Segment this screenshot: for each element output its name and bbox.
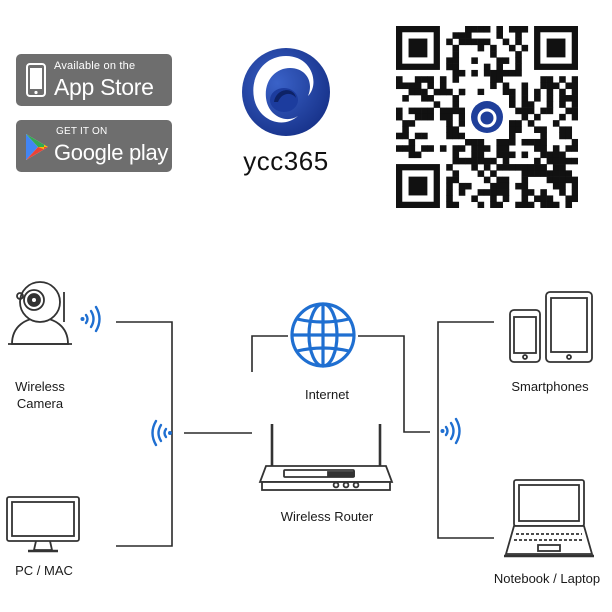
brand-name: ycc365: [243, 146, 329, 176]
laptop-icon: [504, 479, 594, 558]
google-play-badge[interactable]: GET IT ON Google play: [16, 120, 172, 172]
phone-icon: [26, 63, 46, 97]
ycc365-logo: [242, 48, 330, 136]
smartphones-label: Smartphones: [511, 379, 589, 394]
app-store-badge[interactable]: Available on the App Store: [16, 54, 172, 106]
play-triangle-icon: [26, 134, 48, 160]
notebook-laptop-label: Notebook / Laptop: [493, 571, 601, 586]
smartphone-tablet-icon: [509, 291, 593, 363]
internet-left-line: [251, 335, 288, 372]
right-bracket-line: [437, 321, 494, 539]
app-store-small-text: Available on the: [54, 60, 136, 72]
wireless-camera-icon: [8, 281, 72, 345]
internet-label: Internet: [304, 387, 350, 402]
pc-mac-label: PC / MAC: [15, 563, 73, 578]
qr-center-logo: [471, 101, 503, 133]
qr-code[interactable]: [396, 26, 578, 208]
google-play-small-text: GET IT ON: [56, 126, 108, 137]
router-icon: [258, 424, 394, 491]
globe-icon: [290, 302, 356, 368]
wifi-signal-right-hub-icon: [440, 417, 461, 445]
wireless-camera-label: Wireless Camera: [15, 379, 65, 411]
left-bracket-line: [116, 321, 173, 547]
wifi-signal-camera-icon: [80, 305, 101, 333]
internet-right-line: [358, 335, 430, 433]
wifi-signal-left-hub-icon: [151, 419, 172, 447]
monitor-icon: [6, 496, 80, 553]
app-store-big-text: App Store: [54, 74, 154, 100]
google-play-big-text: Google play: [54, 140, 169, 165]
wireless-router-label: Wireless Router: [280, 509, 374, 524]
